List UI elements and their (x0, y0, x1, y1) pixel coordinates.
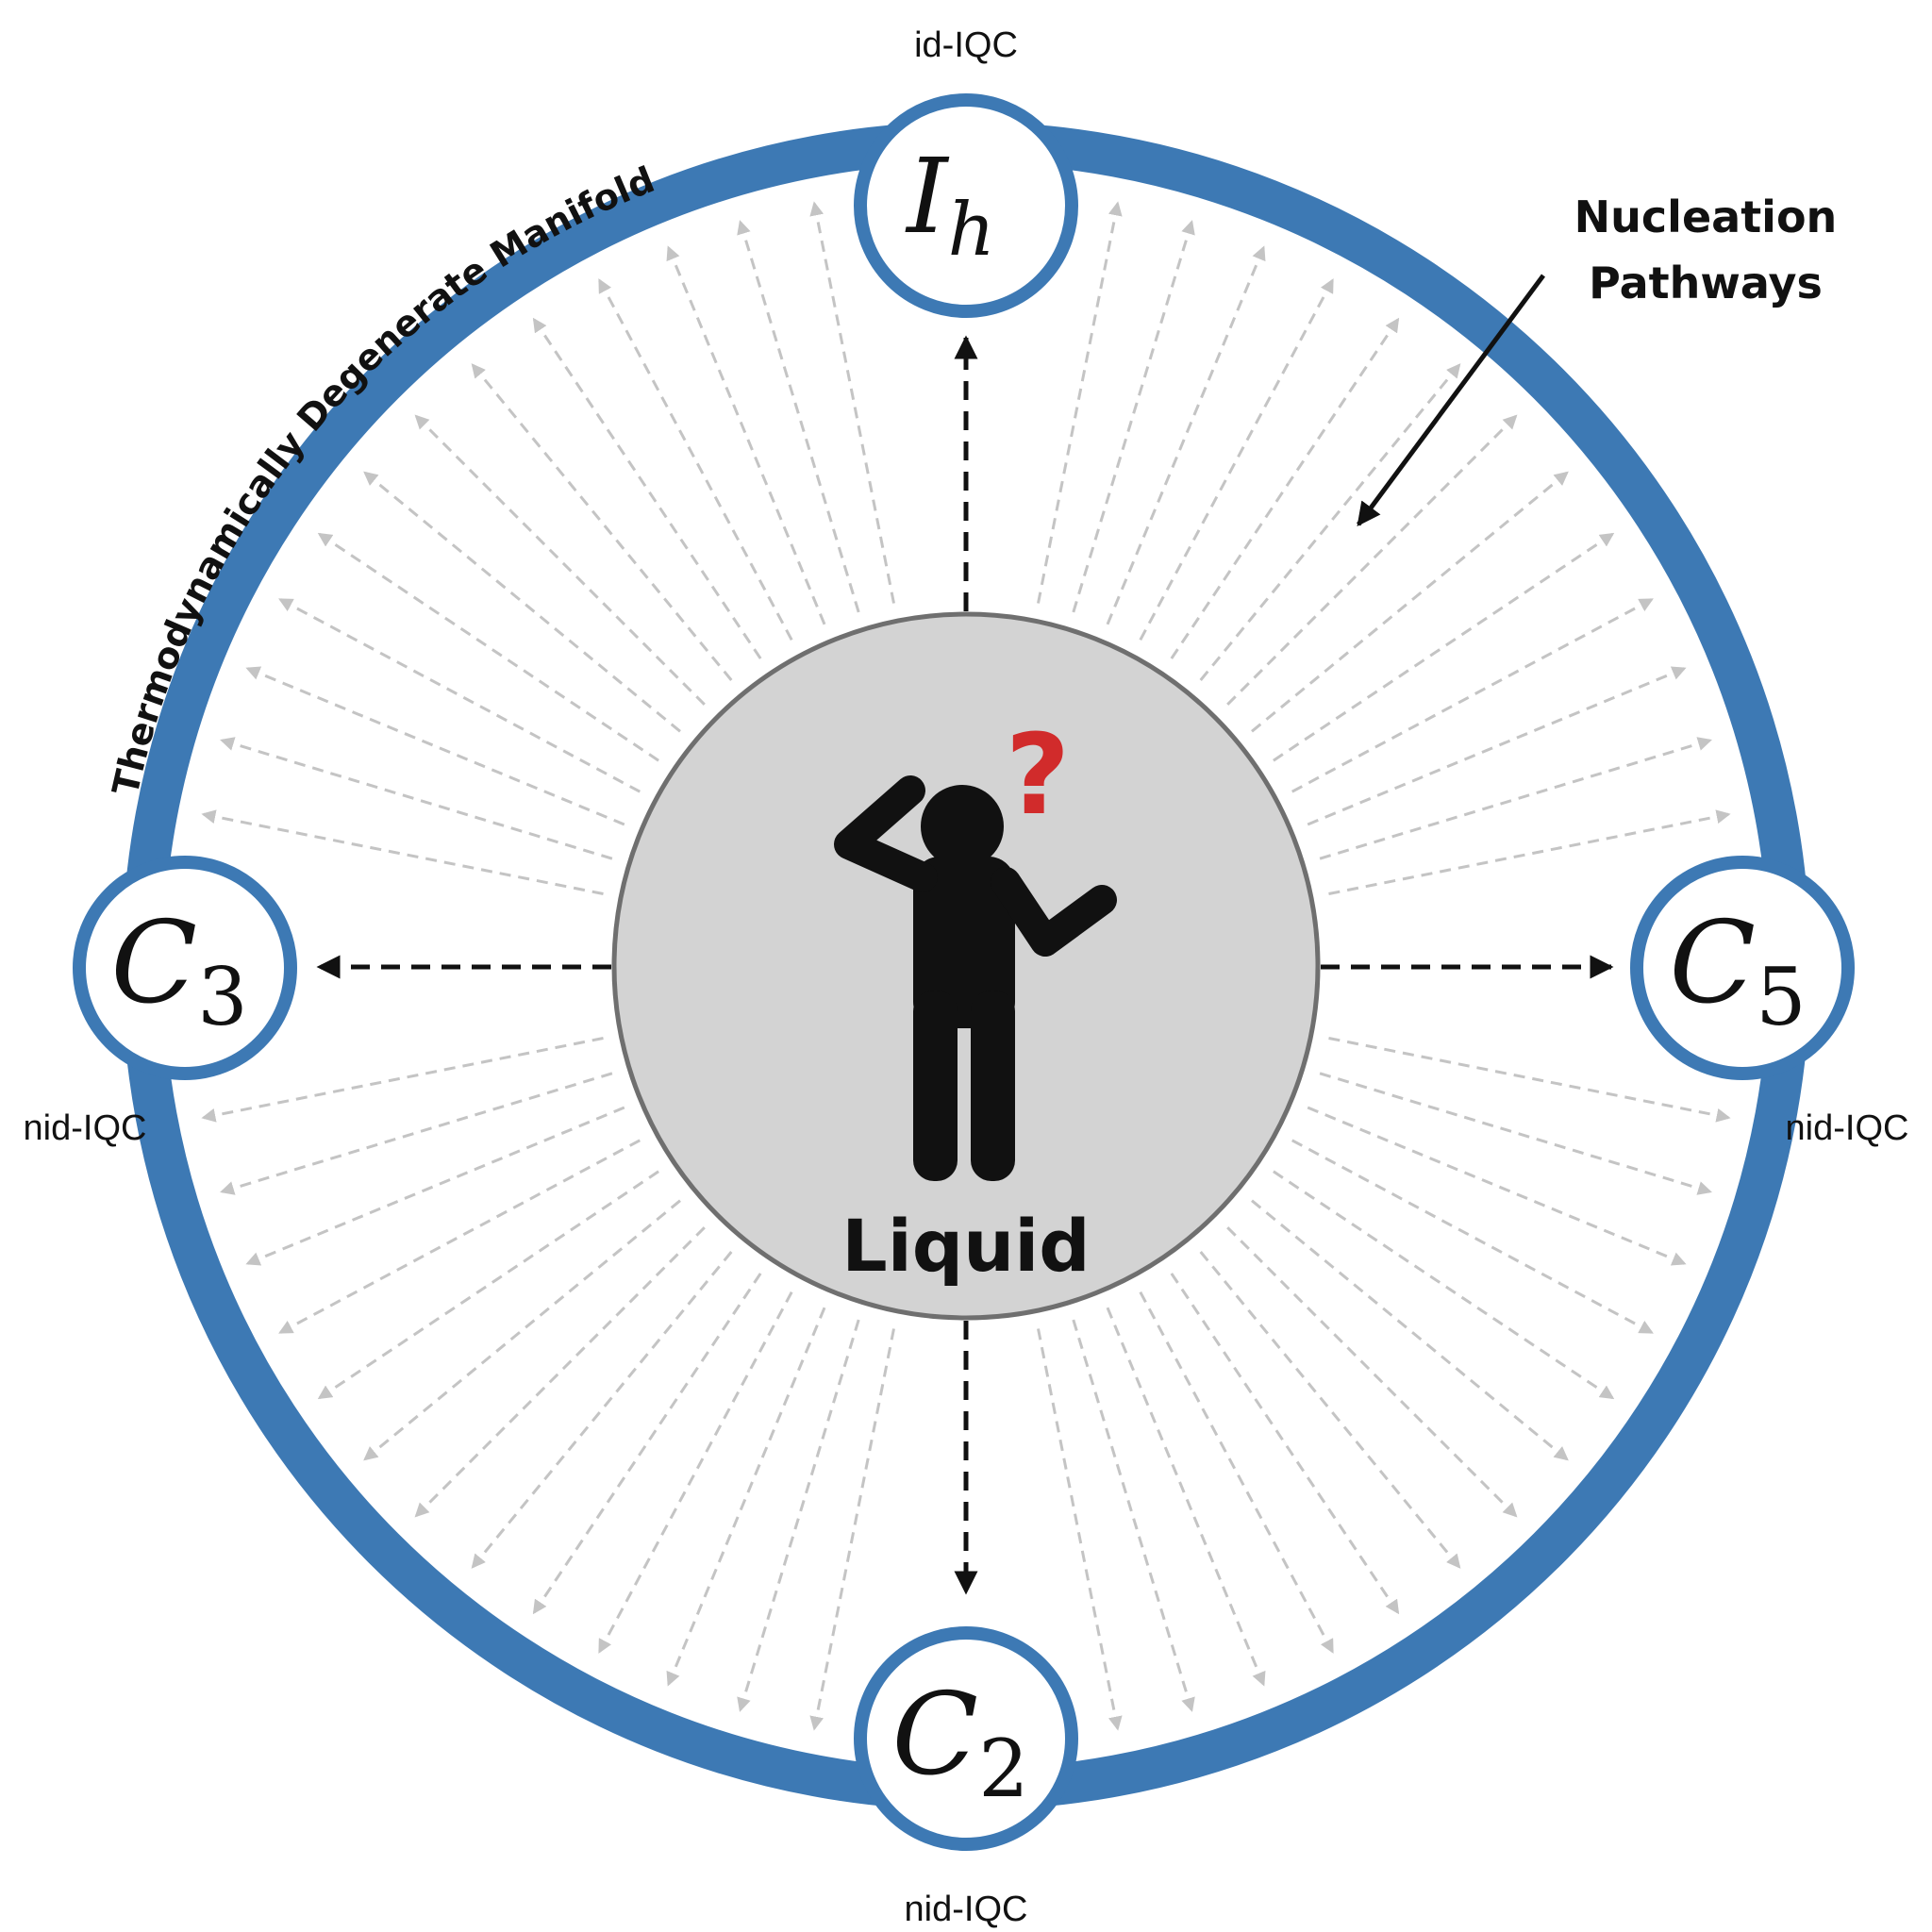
pathway-arrow (1291, 597, 1654, 793)
pathway-arrow (1291, 1139, 1654, 1335)
pathway-arrow (201, 1037, 604, 1123)
node-right-subscript: 5 (1756, 951, 1806, 1043)
pathway-arrow (317, 532, 659, 762)
pathway-arrow (1226, 414, 1518, 706)
node-top-label: id-IQC (914, 25, 1018, 65)
pathway-arrow (1072, 220, 1195, 613)
confused-person-icon (834, 775, 1117, 1181)
pathway-arrow (363, 471, 681, 733)
pathway-arrow (363, 1199, 681, 1461)
pathway-arrow (220, 1072, 613, 1195)
pathway-arrow (1199, 1251, 1461, 1569)
pathway-arrow (1251, 471, 1569, 733)
pathway-arrow (471, 363, 733, 681)
node-right: C5 nid-IQC (1630, 856, 1909, 1148)
node-left-circle (73, 856, 297, 1080)
pathway-arrow (1106, 1307, 1266, 1687)
pathway-arrow (1139, 278, 1335, 641)
pathway-arrow (220, 737, 613, 860)
node-bottom-symbol: C2 (891, 1670, 1028, 1815)
node-top-circle (854, 93, 1078, 318)
pathway-arrow (1037, 1328, 1123, 1731)
pathway-arrow (1037, 201, 1123, 604)
pathway-arrow (245, 1106, 625, 1266)
node-left-subscript: 3 (197, 951, 247, 1043)
node-top-symbol: Ih (905, 136, 995, 273)
pathway-arrow (532, 1273, 762, 1615)
pathway-arrow (1307, 666, 1687, 826)
pathway-arrow (1199, 363, 1461, 681)
pathway-arrow (1319, 737, 1712, 860)
pathway-arrow (1170, 1273, 1400, 1615)
pathway-arrow (1273, 532, 1615, 762)
pathway-arrow (278, 1139, 641, 1335)
pathway-arrow (809, 201, 895, 604)
question-mark: ? (1006, 709, 1070, 840)
pathway-arrow (597, 278, 793, 641)
pathway-arrow (666, 1307, 826, 1687)
pathway-arrow (1226, 1226, 1518, 1518)
pathway-arrow (1139, 1291, 1335, 1654)
node-bottom-label: nid-IQC (905, 1890, 1028, 1929)
pathway-arrow (597, 1291, 793, 1654)
pathway-arrow (666, 245, 826, 625)
annotation-line-1: Nucleation (1574, 192, 1838, 242)
pathway-arrow (809, 1328, 895, 1731)
node-left: C3 nid-IQC (24, 856, 297, 1148)
pathway-arrow (1319, 1072, 1712, 1195)
pathway-arrow (245, 666, 625, 826)
pathway-arrow (1170, 317, 1400, 659)
node-left-label: nid-IQC (24, 1108, 147, 1148)
node-bottom-circle (854, 1626, 1078, 1851)
liquid-state: ? Liquid (611, 611, 1321, 1321)
node-top: Ih id-IQC (854, 25, 1078, 318)
pathway-arrow (1251, 1199, 1569, 1461)
node-right-symbol: C5 (1669, 898, 1806, 1043)
node-right-circle (1630, 856, 1855, 1080)
pathway-arrow (414, 1226, 706, 1518)
pathway-arrow (532, 317, 762, 659)
pathway-arrow (1307, 1106, 1687, 1266)
liquid-label: Liquid (841, 1204, 1090, 1288)
pathway-arrow (1273, 1170, 1615, 1400)
pathway-arrow (317, 1170, 659, 1400)
node-left-symbol: C3 (110, 898, 247, 1043)
node-bottom-subscript: 2 (978, 1723, 1028, 1815)
pathway-arrow (1072, 1319, 1195, 1712)
pathway-arrow (1328, 809, 1731, 895)
annotation-arrow (1356, 274, 1546, 527)
node-right-label: nid-IQC (1786, 1108, 1909, 1148)
main-arrows (316, 335, 1614, 1595)
node-top-subscript: h (948, 188, 995, 273)
node-bottom: C2 nid-IQC (854, 1626, 1078, 1929)
pathway-arrow (414, 414, 706, 706)
pathway-arrow (471, 1251, 733, 1569)
pathway-arrow (201, 809, 604, 895)
pathway-arrow (737, 1319, 860, 1712)
nucleation-annotation: Nucleation Pathways (1356, 192, 1838, 527)
pathway-arrow (737, 220, 860, 613)
pathway-arrow (278, 597, 641, 793)
pathway-arrow (1328, 1037, 1731, 1123)
pathway-arrow (1106, 245, 1266, 625)
annotation-line-2: Pathways (1589, 258, 1823, 308)
nucleation-pathway-arrows (201, 201, 1731, 1731)
